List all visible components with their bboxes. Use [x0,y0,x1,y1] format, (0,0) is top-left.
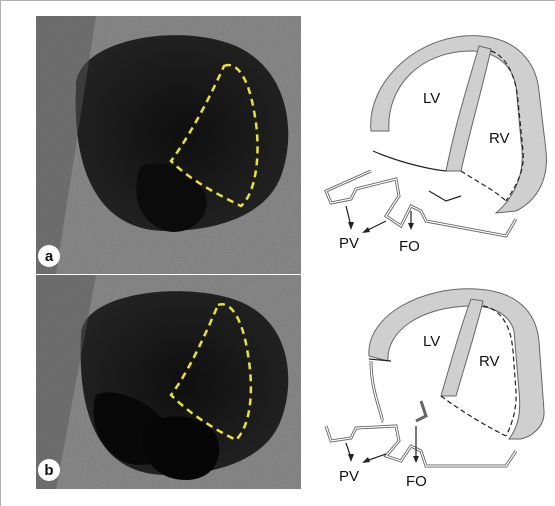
pv-arrowhead-a2 [362,227,370,233]
panel-badge-a-label: a [45,248,54,265]
septum-b [441,299,483,396]
mitral-line-a [373,151,446,171]
label-lv-a: LV [423,90,440,107]
atria-outline-outer-a [326,171,516,236]
ultrasound-b-canvas: b [36,275,301,489]
pv-arrowhead-b2 [362,457,370,463]
fo-arrowhead-b [413,456,419,463]
rv-dashed-border-b [483,306,516,436]
label-fo-a: FO [399,238,420,255]
schematic-a-canvas: LV RV PV FO [311,21,551,261]
septum-a [446,46,491,171]
tricuspid-dashed-b [441,396,506,436]
ultrasound-image-b: b [36,275,301,489]
label-lv-b: LV [423,333,440,350]
atrial-septum-a [429,191,461,201]
schematic-b-canvas: LV RV PV FO [311,281,551,491]
pv-arrowhead-b1 [348,454,354,462]
label-pv-a: PV [339,235,359,252]
ultrasound-image-a: a [36,16,301,274]
heart-schematic-a: LV RV PV FO [311,21,551,261]
atrial-septum-b [416,401,426,421]
ultrasound-a-canvas: a [36,16,301,274]
label-rv-a: RV [489,130,510,147]
label-fo-b: FO [406,473,427,490]
atria-outline-inner-a [326,171,516,236]
panel-badge-b-label: b [44,462,53,479]
label-pv-b: PV [339,468,359,485]
tricuspid-dashed-a [461,171,506,201]
atria-outline-outer-b [326,361,516,466]
fo-arrowhead-a [408,223,414,230]
pv-arrowhead-a1 [348,222,354,230]
heart-schematic-b: LV RV PV FO [311,281,551,491]
label-rv-b: RV [479,353,500,370]
